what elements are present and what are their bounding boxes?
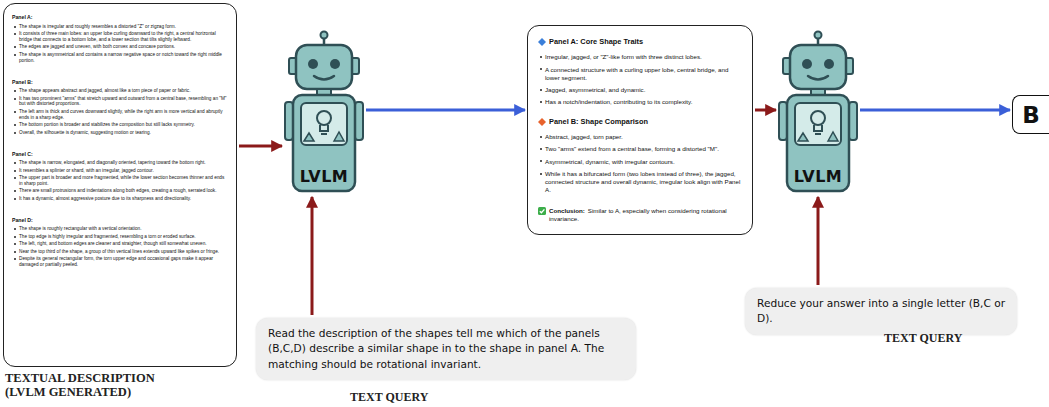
conclusion-heading: Conclusion: [549,207,585,214]
bullet-text: Two "arms" extend from a central base, f… [538,145,743,153]
bullet-text: Has a notch/indentation, contributing to… [538,98,743,106]
check-icon [538,207,546,215]
bullet-text: Asymmetrical, dynamic, with irregular co… [538,158,743,166]
output-box: Panel A: Core Shape TraitsIrregular, jag… [527,25,753,235]
bullet-text: It has two prominent "arms" that stretch… [12,96,228,108]
bullet-text: The left, right, and bottom edges are cl… [12,241,228,247]
answer-letter: B [1022,102,1040,128]
bullet-text: It consists of three main lobes: an uppe… [12,31,228,43]
bullet-text: The top edge is highly irregular and fra… [12,234,228,240]
bullet-text: The bottom portion is broader and stabil… [12,122,228,128]
bullet-text: The edges are jagged and uneven, with bo… [12,44,228,50]
bullet-text: It resembles a splinter or shard, with a… [12,168,228,174]
bullet-text: The shape appears abstract and jagged, a… [12,88,228,94]
flow-arrow [311,197,314,315]
query-caption: TEXT QUERY [350,391,470,405]
query-text: Reduce your answer into a single letter … [757,296,1005,327]
bullet-text: The shape is asymmetrical and contains a… [12,52,228,64]
bullet-text: The shape is irregular and roughly resem… [12,24,228,30]
section-caption: TEXTUAL DESCRIPTION (LVLM GENERATED) [5,371,175,400]
flow-arrow [755,109,776,112]
flow-arrow [860,109,1010,112]
bullet-text: It has a dynamic, almost aggressive post… [12,196,228,202]
query-text: Read the description of the shapes tell … [268,326,624,372]
query-caption: TEXT QUERY [884,332,1004,346]
description-box: Panel A: The shape is irregular and rough… [3,3,237,367]
section-heading: Panel A: Core Shape Traits [538,37,743,47]
diamond-icon [538,118,546,126]
panel-heading: Panel C: [12,151,228,158]
bullet-text: Overall, the silhouette is dynamic, sugg… [12,130,228,136]
panel-heading: Panel A: [12,14,228,21]
panel-heading: Panel D: [12,217,228,224]
bullet-text: The upper part is broader and more fragm… [12,175,228,187]
flow-arrow [239,145,282,148]
bullet-text: While it has a bifurcated form (two lobe… [538,170,743,194]
flow-arrow [366,109,525,112]
bullet-text: There are small protrusions and indentat… [12,188,228,194]
bullet-text: Abstract, jagged, torn paper. [538,133,743,141]
bullet-text: The shape is narrow, elongated, and diag… [12,160,228,166]
panel-heading: Panel B: [12,79,228,86]
model-label: LVLM [278,167,370,186]
answer-box: B [1012,95,1049,134]
section-heading: Panel B: Shape Comparison [538,117,743,127]
bullet-text: Near the top third of the shape, a group… [12,249,228,255]
bullet-text: A connected structure with a curling upp… [538,66,743,82]
bullet-text: Jagged, asymmetrical, and dynamic. [538,86,743,94]
flow-arrow [817,197,820,285]
query-bubble: Reduce your answer into a single letter … [745,288,1017,335]
lvlm-robot: LVLM [778,30,858,194]
bullet-text: Irregular, jagged, or "Z"-like form with… [538,53,743,61]
lvlm-robot: LVLM [284,30,364,194]
model-label: LVLM [772,167,864,186]
bullet-text: The left arm is thick and curves downwar… [12,109,228,121]
bullet-text: The shape is roughly rectangular with a … [12,226,228,232]
bullet-text: Despite its general rectangular form, th… [12,256,228,268]
query-bubble: Read the description of the shapes tell … [256,318,636,380]
conclusion-line: Conclusion:Similar to A, especially when… [538,207,743,223]
diamond-icon [538,38,546,46]
